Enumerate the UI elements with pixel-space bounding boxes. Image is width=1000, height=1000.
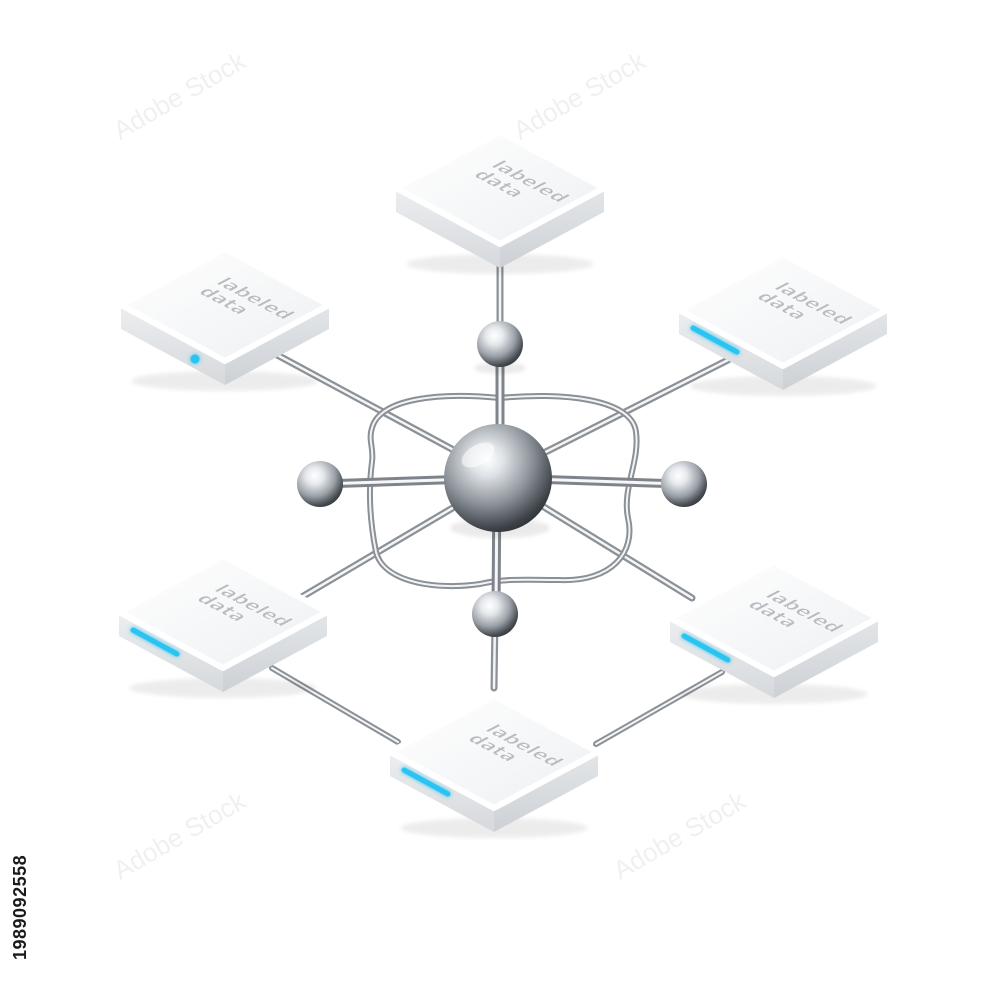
tile-bottom: labeleddata [387, 693, 601, 838]
wire-loop [366, 392, 640, 590]
tile-side-right [783, 310, 887, 390]
status-light-bar [690, 325, 740, 355]
satellite-sphere-bottom [472, 591, 518, 637]
tile-top-face [667, 559, 881, 677]
tile-upper-left: labeleddata [118, 246, 332, 391]
tile-upper-right: labeleddata [676, 251, 890, 396]
tile-side-left [121, 305, 225, 385]
svg-text:Adobe Stock: Adobe Stock [108, 45, 252, 145]
satellite-sphere-left [297, 461, 343, 507]
tile-side-right [494, 752, 598, 832]
tile-lower-left: labeleddata [116, 553, 330, 698]
tile-side-right [225, 305, 329, 385]
satellite-sphere-top [477, 321, 523, 367]
status-light-dot [190, 354, 200, 364]
svg-text:Adobe Stock: Adobe Stock [508, 45, 652, 145]
satellite-spheres [297, 321, 707, 637]
tile-side-left [396, 188, 500, 268]
data-tiles: labeleddata labeleddata labeleddata labeled… [116, 129, 890, 838]
tile-top-face [116, 553, 330, 671]
tile-top-face [387, 693, 601, 811]
svg-text:Adobe Stock: Adobe Stock [108, 785, 252, 885]
stock-image-id-text: 1989092558 [10, 854, 30, 960]
central-hub-sphere [444, 424, 552, 538]
tile-top: labeleddata [393, 129, 607, 274]
tile-side-right [223, 612, 327, 692]
tile-top-face [676, 251, 890, 369]
tile-top-face [393, 129, 607, 247]
tile-lower-right: labeleddata [667, 559, 881, 704]
status-light-bar [401, 767, 451, 797]
svg-text:Adobe Stock: Adobe Stock [608, 785, 752, 885]
tile-top-face [118, 246, 332, 364]
status-light-bar [130, 627, 180, 657]
tile-side-right [774, 618, 878, 698]
satellite-sphere-right [661, 461, 707, 507]
status-light-bar [681, 633, 731, 663]
tile-side-right [500, 188, 604, 268]
